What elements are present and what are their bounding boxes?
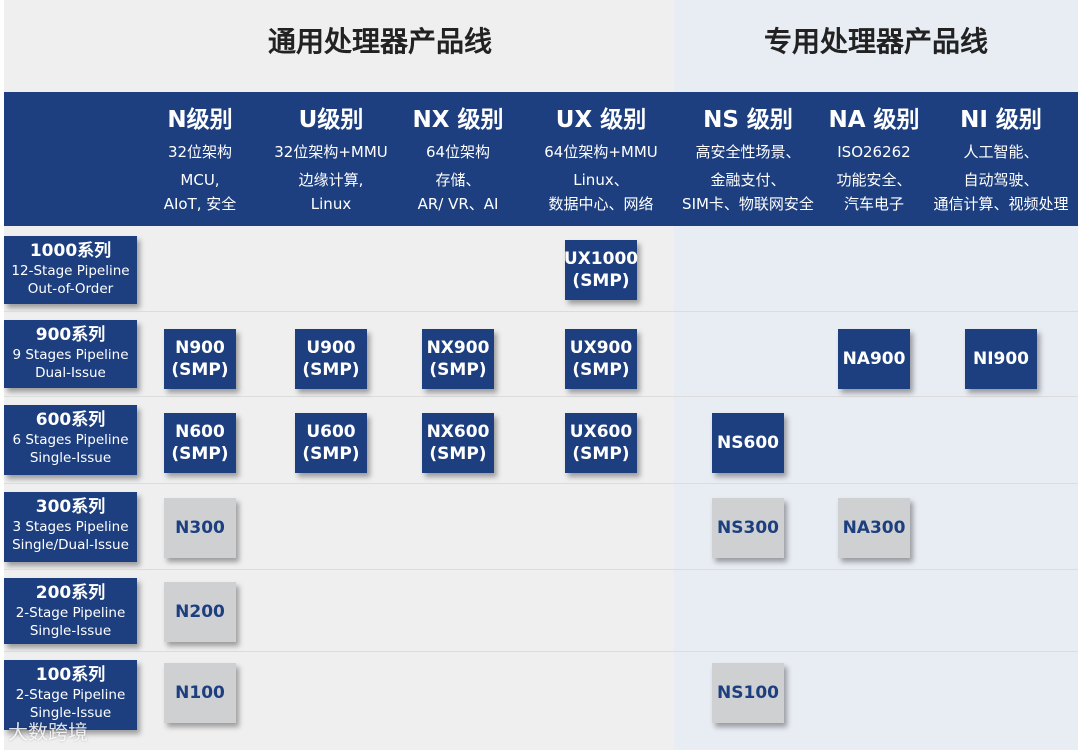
- processor-chip: N900 (SMP): [164, 329, 236, 389]
- column-description-line: 边缘计算,: [298, 171, 364, 189]
- processor-chip: UX900 (SMP): [565, 329, 637, 389]
- column-description-line: 功能安全、: [836, 171, 912, 189]
- column-level: UX 级别: [555, 107, 647, 133]
- column-level: NI 级别: [960, 107, 1042, 133]
- column-header: N级别 32位架构 MCU, AIoT, 安全: [135, 100, 265, 216]
- series-name: 300系列: [35, 497, 106, 517]
- column-description-line: Linux: [310, 195, 352, 213]
- pipeline-description: 9 Stages Pipeline: [12, 347, 129, 363]
- column-description-line: AR/ VR、AI: [417, 195, 499, 213]
- column-description-line: 人工智能、: [963, 143, 1039, 161]
- column-description-line: 64位架构+MMU: [544, 143, 658, 161]
- series-name: 1000系列: [29, 241, 112, 261]
- pipeline-description: Single-Issue: [29, 705, 112, 721]
- row-divider: [4, 569, 1078, 570]
- processor-chip: NX600 (SMP): [422, 413, 494, 473]
- row-divider: [4, 483, 1078, 484]
- processor-chip: NA300: [838, 498, 910, 558]
- column-header: NI 级别人工智能、自动驾驶、通信计算、视频处理: [926, 100, 1076, 216]
- series-name: 100系列: [35, 665, 106, 685]
- column-description-line: 64位架构: [425, 143, 491, 161]
- series-name: 600系列: [35, 410, 106, 430]
- column-header: NA 级别 ISO26262 功能安全、汽车电子: [819, 100, 929, 216]
- column-description-line: 金融支付、: [710, 171, 786, 189]
- processor-chip: UX1000 (SMP): [564, 240, 638, 300]
- column-header-band: [4, 92, 1078, 226]
- pipeline-description: Dual-Issue: [35, 365, 106, 381]
- pipeline-description: 12-Stage Pipeline: [11, 263, 130, 279]
- column-description-line: MCU,: [180, 171, 220, 189]
- column-description-line: 自动驾驶、: [963, 171, 1039, 189]
- processor-chip: NS600: [712, 413, 784, 473]
- processor-chip: N200: [164, 582, 236, 642]
- row-divider: [4, 396, 1078, 397]
- row-divider: [4, 651, 1078, 652]
- column-level: NX 级别: [412, 107, 504, 133]
- processor-chip: N100: [164, 663, 236, 723]
- series-name: 200系列: [35, 583, 106, 603]
- column-level: N级别: [167, 107, 233, 133]
- column-description-line: 存储、: [435, 171, 481, 189]
- series-name: 900系列: [35, 325, 106, 345]
- column-description-line: 高安全性场景、: [695, 143, 801, 161]
- processor-chip: NA900: [838, 329, 910, 389]
- column-level: U级别: [298, 107, 364, 133]
- processor-chip: NX900 (SMP): [422, 329, 494, 389]
- column-description-line: ISO26262: [837, 143, 911, 161]
- processor-chip: UX600 (SMP): [565, 413, 637, 473]
- processor-chip: U900 (SMP): [295, 329, 367, 389]
- processor-chip: U600 (SMP): [295, 413, 367, 473]
- watermark: 大数跨境: [8, 720, 88, 744]
- processor-chip: NS300: [712, 498, 784, 558]
- pipeline-description: Single-Issue: [29, 623, 112, 639]
- processor-chip: NI900: [965, 329, 1037, 389]
- column-level: NA 级别: [828, 107, 920, 133]
- processor-chip: N600 (SMP): [164, 413, 236, 473]
- column-header: UX 级别 64位架构+MMU Linux、数据中心、网络: [526, 100, 676, 216]
- pipeline-description: 2-Stage Pipeline: [15, 687, 126, 703]
- column-description-line: 通信计算、视频处理: [933, 195, 1069, 213]
- general-section-title: 通用处理器产品线: [267, 25, 492, 58]
- column-description-line: Linux、: [573, 171, 629, 189]
- column-description-line: 32位架构: [167, 143, 233, 161]
- column-header: NX 级别 64位架构存储、 AR/ VR、AI: [393, 100, 523, 216]
- pipeline-description: Single/Dual-Issue: [12, 537, 129, 553]
- processor-chip: N300: [164, 498, 236, 558]
- row-divider: [4, 311, 1078, 312]
- special-section-title: 专用处理器产品线: [763, 25, 988, 58]
- pipeline-description: 2-Stage Pipeline: [15, 605, 126, 621]
- column-description-line: AIoT, 安全: [163, 195, 237, 213]
- column-description-line: SIM卡、物联网安全: [682, 195, 814, 213]
- column-description-line: 32位架构+MMU: [274, 143, 388, 161]
- column-header: NS 级别高安全性场景、金融支付、 SIM卡、物联网安全: [673, 100, 823, 216]
- pipeline-description: 6 Stages Pipeline: [12, 432, 129, 448]
- processor-chip: NS100: [712, 663, 784, 723]
- pipeline-description: 3 Stages Pipeline: [12, 519, 129, 535]
- column-description-line: 汽车电子: [843, 195, 904, 213]
- pipeline-description: Single-Issue: [29, 450, 112, 466]
- column-level: NS 级别: [703, 107, 793, 133]
- pipeline-description: Out-of-Order: [27, 281, 114, 297]
- column-description-line: 数据中心、网络: [548, 195, 654, 213]
- column-header: U级别 32位架构+MMU 边缘计算, Linux: [266, 100, 396, 216]
